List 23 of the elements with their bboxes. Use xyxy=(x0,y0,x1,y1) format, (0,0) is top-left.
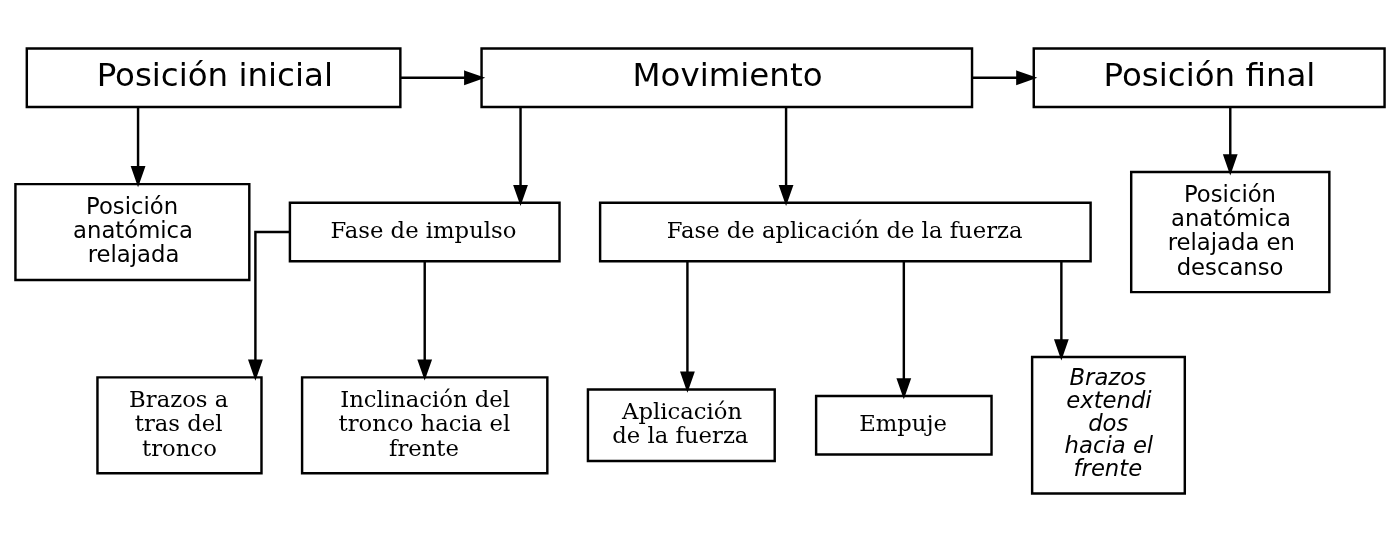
node-box: Brazos extendi dos hacia el frente xyxy=(1030,355,1186,495)
arrow xyxy=(680,260,695,393)
node-box: Posición anatómica relajada en descanso xyxy=(1130,170,1331,293)
node-box: Aplicación de la fuerza xyxy=(586,387,776,462)
arrow xyxy=(513,107,528,206)
arrow xyxy=(401,69,486,85)
arrow xyxy=(1222,107,1238,175)
node-box: Empuje xyxy=(814,394,993,456)
node-box: Posición final xyxy=(1032,46,1386,108)
arrow xyxy=(972,69,1038,85)
node-box: Inclinación del tronco hacia el frente xyxy=(300,375,549,474)
node-box: Movimiento xyxy=(480,46,974,108)
node-box: Brazos a tras del tronco xyxy=(96,375,263,474)
node-box: Fase de impulso xyxy=(288,201,561,262)
arrow xyxy=(130,107,146,187)
node-box: Posición inicial xyxy=(25,46,402,108)
node-box: Fase de aplicación de la fuerza xyxy=(598,201,1092,262)
arrow xyxy=(248,230,290,381)
arrow xyxy=(896,260,912,399)
node-box: Posición anatómica relajada xyxy=(14,182,251,281)
arrow xyxy=(417,260,433,381)
arrow xyxy=(778,107,794,206)
arrow xyxy=(1053,260,1069,360)
